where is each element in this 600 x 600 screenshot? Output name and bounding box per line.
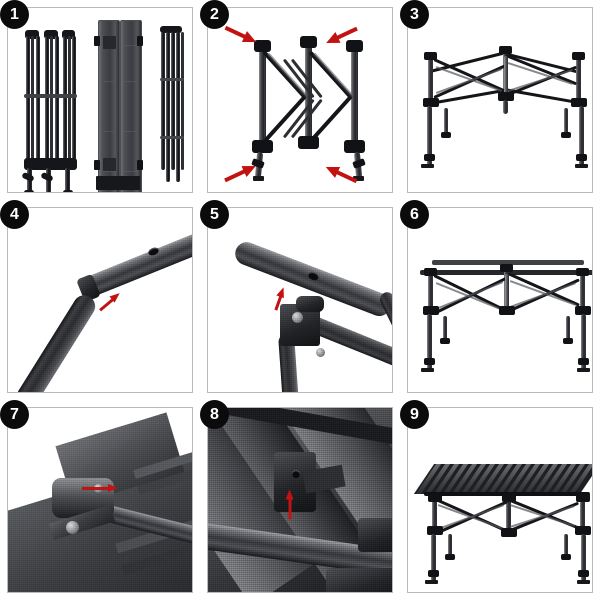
panel-1: 1 xyxy=(0,0,200,200)
panel-7-badge: 7 xyxy=(1,401,28,428)
clamp-pivot-screw xyxy=(292,312,303,323)
arrow-slide-clip xyxy=(82,484,118,492)
panel-6-frame xyxy=(407,207,593,393)
table-top-slats xyxy=(414,464,592,494)
panel-6: 6 xyxy=(400,200,600,400)
panel-4-photo xyxy=(8,208,192,392)
panel-2-badge: 2 xyxy=(201,1,228,28)
panel-4: 4 xyxy=(0,200,200,400)
panel-6-badge: 6 xyxy=(401,201,428,228)
panel-7-frame xyxy=(7,407,193,593)
panel-1-frame xyxy=(7,7,193,193)
panel-2: 2 xyxy=(200,0,400,200)
panel-9: 9 xyxy=(400,400,600,600)
panel-4-badge: 4 xyxy=(1,201,28,228)
panel-8: 8 xyxy=(200,400,400,600)
clamp-lock-screw xyxy=(316,348,325,357)
rear-side-rail xyxy=(432,260,584,265)
panel-9-frame xyxy=(407,407,593,593)
arrow-up-left xyxy=(223,24,259,48)
panel-3-illustration xyxy=(408,8,592,192)
clamp-lever xyxy=(296,296,324,312)
arrow-insert-tube-visual xyxy=(98,290,123,313)
panel-1-illustration xyxy=(8,8,192,192)
panel-2-illustration xyxy=(208,8,392,192)
panel-3: 3 xyxy=(400,0,600,200)
panel-8-frame xyxy=(207,407,393,593)
panel-8-badge: 8 xyxy=(201,401,228,428)
panel-4-frame xyxy=(7,207,193,393)
side-bracket xyxy=(358,518,392,552)
panel-5-frame xyxy=(207,207,393,393)
lower-bracket xyxy=(326,568,392,592)
panel-7: 7 xyxy=(0,400,200,600)
panel-3-frame xyxy=(407,7,593,193)
lower-leg-tube xyxy=(12,291,100,392)
panel-5-photo xyxy=(208,208,392,392)
panel-6-illustration xyxy=(408,208,592,392)
arrow-down-left xyxy=(223,161,259,185)
panel-9-badge: 9 xyxy=(401,401,428,428)
panel-9-illustration xyxy=(408,408,592,592)
panel-8-photo xyxy=(208,408,392,592)
clip-screw xyxy=(66,521,79,534)
panel-5-badge: 5 xyxy=(201,201,228,228)
latch-hole xyxy=(292,470,300,478)
panel-2-frame xyxy=(207,7,393,193)
panel-7-photo xyxy=(8,408,192,592)
panel-3-badge: 3 xyxy=(401,1,428,28)
upper-leg-tube xyxy=(82,229,192,299)
arrow-push-latch xyxy=(285,489,294,520)
panel-1-badge: 1 xyxy=(1,1,28,28)
panel-5: 5 xyxy=(200,200,400,400)
